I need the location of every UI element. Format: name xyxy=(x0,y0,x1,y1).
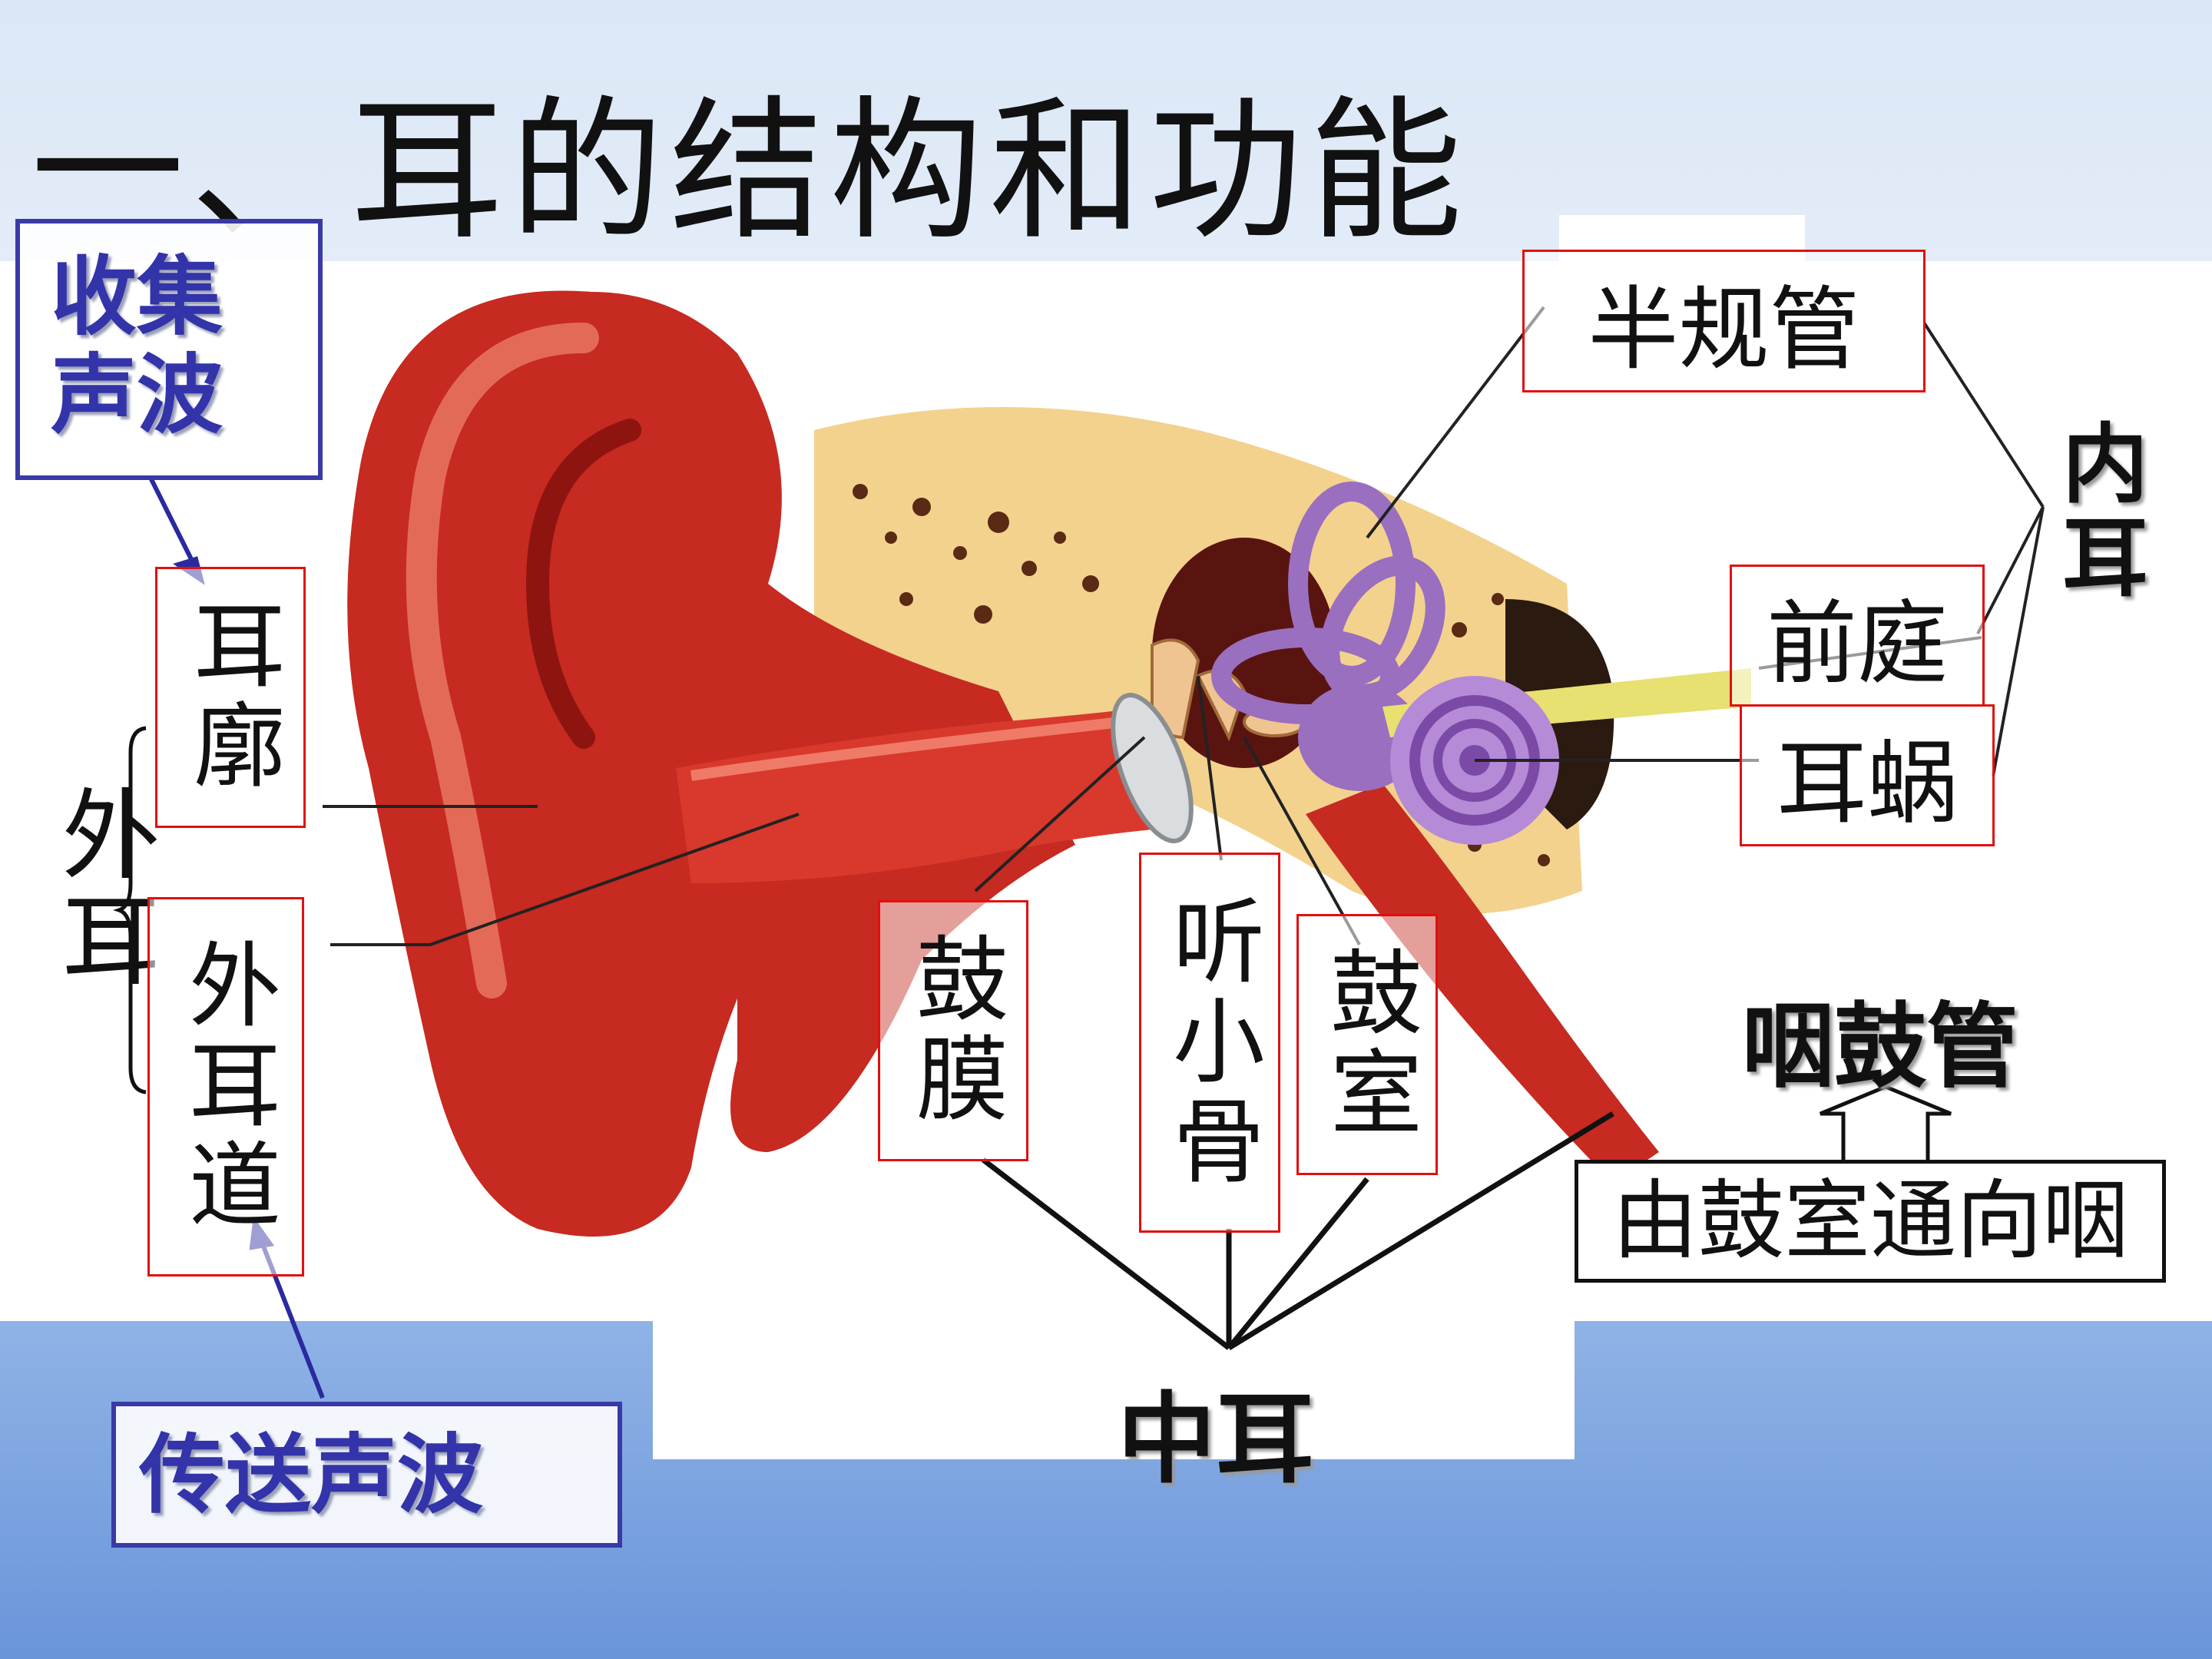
eardrum-label: 鼓膜 xyxy=(878,900,1028,1161)
pinna-label: 耳廓 xyxy=(155,567,306,828)
pinna-function-box: 收集声波 xyxy=(15,219,323,480)
canal-function-text: 传送声波 xyxy=(139,1426,483,1525)
canal-function-box: 传送声波 xyxy=(111,1402,622,1548)
middle-ear-group-label: 中耳 xyxy=(1118,1359,1314,1502)
ear-canal-label: 外耳道 xyxy=(147,897,304,1277)
pinna-function-text: 收集声波 xyxy=(51,248,250,445)
tympanic-cavity-label: 鼓室 xyxy=(1296,914,1438,1175)
semicircular-canals-label: 半规管 xyxy=(1522,250,1926,392)
vestibule-label: 前庭 xyxy=(1730,565,1985,707)
cochlea-label: 耳蜗 xyxy=(1740,704,1995,846)
ossicles-label: 听小骨 xyxy=(1139,853,1280,1233)
eustachian-tube-label: 咽鼓管 xyxy=(1742,972,2018,1105)
inner-ear-group-label: 内耳 xyxy=(2035,419,2160,606)
eustachian-description-box: 由鼓室通向咽 xyxy=(1575,1160,2166,1283)
